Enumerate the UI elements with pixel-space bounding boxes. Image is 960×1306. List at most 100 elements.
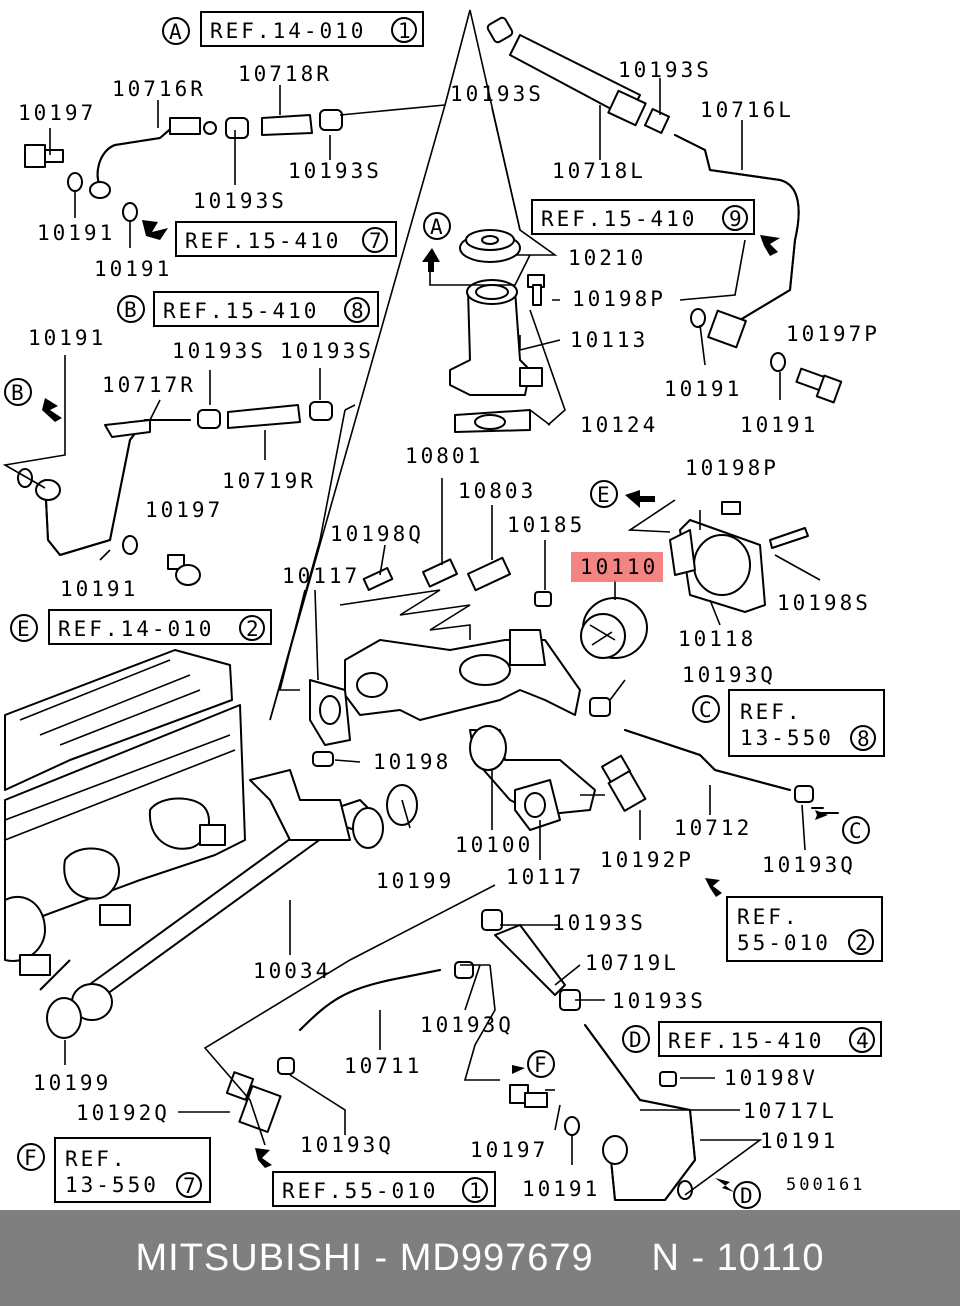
ref-box-13-550-8: REF. 13-550 8 bbox=[728, 689, 885, 757]
hose-10711 bbox=[299, 961, 474, 1031]
separator: - bbox=[362, 1236, 400, 1279]
gasket-10117-a bbox=[309, 679, 351, 746]
hose-10716R bbox=[89, 117, 217, 199]
part-label-10193S: 10193S bbox=[288, 159, 382, 183]
svg-text:REF.15-410: REF.15-410 bbox=[163, 299, 319, 323]
callout-B: B bbox=[4, 378, 32, 406]
ref-number: N - 10110 bbox=[651, 1236, 825, 1279]
callout-D: D bbox=[622, 1025, 650, 1053]
part-label-10118: 10118 bbox=[678, 627, 756, 651]
part-info-footer: MITSUBISHI - MD997679 N - 10110 bbox=[0, 1210, 960, 1306]
svg-text:E: E bbox=[17, 617, 30, 641]
part-number: MD997679 bbox=[399, 1236, 594, 1279]
target-part-highlight bbox=[571, 552, 663, 582]
callout-circles: A B A B E E C C D F F D bbox=[4, 17, 870, 1209]
svg-text:1: 1 bbox=[469, 1179, 482, 1203]
callout-B: B bbox=[117, 295, 145, 323]
svg-text:9: 9 bbox=[729, 207, 742, 231]
svg-text:A: A bbox=[430, 215, 443, 239]
part-label-10718L: 10718L bbox=[552, 159, 646, 183]
ref-box-14-010-2: REF.14-010 2 bbox=[48, 609, 272, 645]
part-info-text: MITSUBISHI - MD997679 N - 10110 bbox=[135, 1237, 824, 1280]
ref-box-15-410-9: REF.15-410 9 bbox=[531, 199, 755, 235]
part-label-10801: 10801 bbox=[405, 444, 483, 468]
svg-text:1: 1 bbox=[398, 19, 411, 43]
callout-E: E bbox=[590, 480, 618, 508]
radiator-cap-10210 bbox=[459, 229, 521, 263]
part-label-10192P: 10192P bbox=[600, 848, 694, 872]
ref-box-55-010-1: REF.55-010 1 bbox=[272, 1171, 496, 1207]
flow-arrows bbox=[42, 220, 839, 1192]
water-pipe-10034 bbox=[46, 769, 418, 1039]
part-label-10198: 10198 bbox=[373, 750, 451, 774]
part-label-10197: 10197 bbox=[470, 1138, 548, 1162]
part-label-10198P: 10198P bbox=[572, 287, 666, 311]
part-label-10198P: 10198P bbox=[685, 456, 779, 480]
svg-text:8: 8 bbox=[857, 727, 870, 751]
part-label-10193S: 10193S bbox=[172, 339, 266, 363]
ref-box-14-010-1: REF.14-010 1 bbox=[200, 11, 424, 47]
part-label-10716L: 10716L bbox=[700, 98, 794, 122]
part-label-10197: 10197 bbox=[18, 101, 96, 125]
part-label-10719L: 10719L bbox=[585, 951, 679, 975]
part-label-10199: 10199 bbox=[376, 869, 454, 893]
part-label-10191: 10191 bbox=[94, 257, 172, 281]
callout-A: A bbox=[162, 17, 190, 45]
part-label-10718R: 10718R bbox=[238, 62, 332, 86]
part-label-10210: 10210 bbox=[568, 246, 646, 270]
part-label-10193Q: 10193Q bbox=[420, 1013, 514, 1037]
svg-text:C: C bbox=[849, 819, 862, 843]
part-label-10191: 10191 bbox=[740, 413, 818, 437]
part-label-10197P: 10197P bbox=[786, 322, 880, 346]
fitting-10192Q bbox=[225, 1071, 282, 1133]
svg-text:REF.: REF. bbox=[740, 700, 803, 724]
svg-text:REF.14-010: REF.14-010 bbox=[210, 19, 366, 43]
ref-box-55-010-2: REF. 55-010 2 bbox=[726, 896, 883, 962]
callout-E: E bbox=[10, 614, 38, 642]
part-label-10110: 10110 bbox=[580, 555, 658, 579]
part-label-10117: 10117 bbox=[282, 564, 360, 588]
part-label-10198V: 10198V bbox=[724, 1066, 818, 1090]
ref-box-15-410-8: REF.15-410 8 bbox=[153, 291, 379, 327]
ref-boxes: REF.14-010 1 REF.15-410 7 REF.15-410 8 R… bbox=[48, 11, 885, 1207]
ref-box-15-410-7: REF.15-410 7 bbox=[175, 221, 397, 257]
svg-text:REF.15-410: REF.15-410 bbox=[185, 229, 341, 253]
svg-text:2: 2 bbox=[246, 617, 259, 641]
parts-diagram: 10197 10716R 10718R 10193S 10193S 10193S… bbox=[2, 9, 885, 1209]
housing-10113 bbox=[449, 279, 543, 396]
svg-text:A: A bbox=[169, 20, 182, 44]
gasket-10117-b bbox=[514, 779, 561, 831]
bolt-10197-mid bbox=[167, 554, 201, 586]
svg-text:C: C bbox=[699, 698, 712, 722]
callout-F: F bbox=[17, 1143, 45, 1171]
part-label-10803: 10803 bbox=[458, 479, 536, 503]
svg-text:REF.14-010: REF.14-010 bbox=[58, 617, 214, 641]
svg-text:REF.15-410: REF.15-410 bbox=[541, 207, 697, 231]
callout-C: C bbox=[842, 816, 870, 844]
part-label-10193Q: 10193Q bbox=[762, 853, 856, 877]
part-label-10716R: 10716R bbox=[112, 77, 206, 101]
svg-text:REF.15-410: REF.15-410 bbox=[668, 1029, 824, 1053]
part-label-10124: 10124 bbox=[580, 413, 658, 437]
callout-D: D bbox=[733, 1181, 761, 1209]
hose-10716L bbox=[674, 134, 800, 349]
part-label-10712: 10712 bbox=[674, 816, 752, 840]
ref-box-15-410-4: REF.15-410 4 bbox=[658, 1021, 882, 1057]
part-label-10034: 10034 bbox=[253, 959, 331, 983]
svg-text:2: 2 bbox=[855, 931, 868, 955]
part-label-10199: 10199 bbox=[33, 1071, 111, 1095]
svg-text:D: D bbox=[629, 1028, 642, 1052]
part-label-10198S: 10198S bbox=[777, 591, 871, 615]
svg-text:8: 8 bbox=[351, 299, 364, 323]
sensor-10803 bbox=[466, 556, 512, 592]
gasket-10124 bbox=[454, 409, 531, 433]
svg-text:55-010: 55-010 bbox=[737, 931, 831, 955]
svg-text:B: B bbox=[124, 298, 137, 322]
part-label-10193S: 10193S bbox=[618, 58, 712, 82]
part-label-10197: 10197 bbox=[145, 498, 223, 522]
svg-text:D: D bbox=[740, 1184, 753, 1208]
callout-F: F bbox=[527, 1050, 555, 1078]
svg-text:REF.: REF. bbox=[65, 1147, 128, 1171]
svg-text:F: F bbox=[24, 1146, 37, 1170]
hose-10718L bbox=[486, 16, 670, 134]
